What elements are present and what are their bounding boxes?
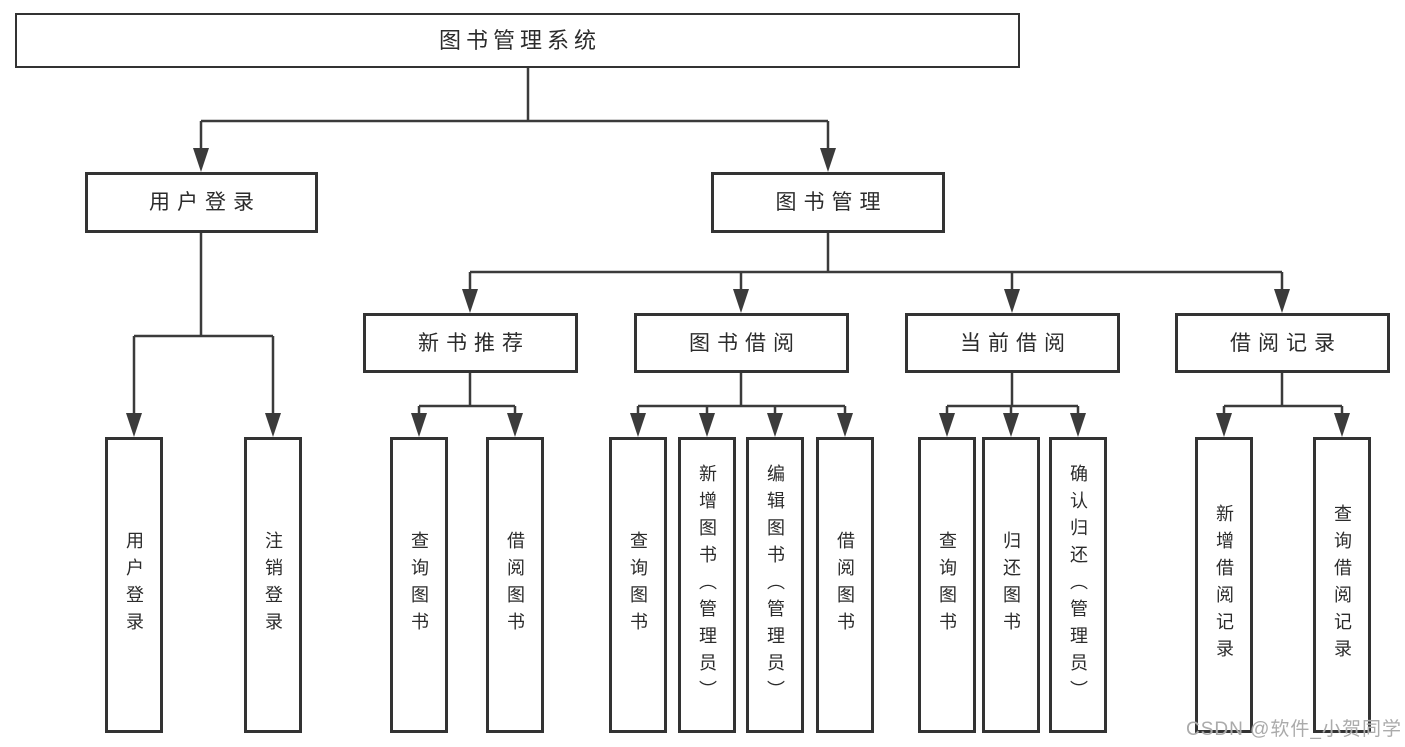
- leaf-query-books-current-label: 查询图书: [937, 531, 957, 639]
- leaf-borrow-books-label: 借阅图书: [835, 531, 855, 639]
- node-user-login: 用户登录: [85, 172, 318, 233]
- leaf-query-books-borrow-label: 查询图书: [628, 531, 648, 639]
- node-book-management-label: 图书管理: [775, 191, 888, 214]
- arrowheads: [126, 148, 1350, 437]
- leaf-logout: 注销登录: [244, 437, 302, 733]
- leaf-borrow-books: 借阅图书: [816, 437, 874, 733]
- leaf-edit-books-admin: 编辑图书（管理员）: [746, 437, 804, 733]
- leaf-query-books-newbook-label: 查询图书: [409, 531, 429, 639]
- node-user-login-label: 用户登录: [149, 191, 261, 214]
- leaf-user-login: 用户登录: [105, 437, 163, 733]
- connector-root: [199, 68, 830, 152]
- node-new-book-recommend-label: 新书推荐: [418, 331, 530, 355]
- leaf-edit-books-admin-label: 编辑图书（管理员）: [765, 463, 785, 707]
- node-book-borrowing: 图书借阅: [634, 313, 849, 373]
- leaf-add-borrow-record: 新增借阅记录: [1195, 437, 1253, 733]
- leaf-add-books-admin-label: 新增图书（管理员）: [697, 463, 717, 707]
- connector-borrow: [636, 373, 847, 417]
- leaf-borrow-books-newbook: 借阅图书: [486, 437, 544, 733]
- connector-new-book: [417, 373, 517, 417]
- leaf-add-books-admin: 新增图书（管理员）: [678, 437, 736, 733]
- csdn-watermark: CSDN @软件_小贺同学: [1186, 719, 1402, 740]
- leaf-add-borrow-record-label: 新增借阅记录: [1214, 504, 1234, 666]
- connector-book-management: [468, 233, 1284, 293]
- node-root-label: 图书管理系统: [438, 27, 601, 53]
- leaf-return-books: 归还图书: [982, 437, 1040, 733]
- node-book-borrowing-label: 图书借阅: [689, 331, 801, 355]
- node-borrow-records-label: 借阅记录: [1230, 331, 1342, 355]
- node-current-borrowing-label: 当前借阅: [960, 331, 1072, 355]
- leaf-query-books-newbook: 查询图书: [390, 437, 448, 733]
- leaf-query-books-borrow: 查询图书: [609, 437, 667, 733]
- connector-records: [1222, 373, 1344, 417]
- leaf-query-borrow-record: 查询借阅记录: [1313, 437, 1371, 733]
- connector-current: [945, 373, 1080, 417]
- leaf-confirm-return-admin: 确认归还（管理员）: [1049, 437, 1107, 733]
- node-book-management: 图书管理: [711, 172, 945, 233]
- node-current-borrowing: 当前借阅: [905, 313, 1120, 373]
- node-new-book-recommend: 新书推荐: [363, 313, 578, 373]
- node-borrow-records: 借阅记录: [1175, 313, 1390, 373]
- connector-user-login: [132, 233, 275, 417]
- leaf-logout-label: 注销登录: [263, 531, 283, 639]
- leaf-return-books-label: 归还图书: [1001, 531, 1021, 639]
- leaf-query-borrow-record-label: 查询借阅记录: [1332, 504, 1352, 666]
- node-root-system: 图书管理系统: [15, 13, 1020, 68]
- leaf-confirm-return-admin-label: 确认归还（管理员）: [1068, 463, 1088, 707]
- leaf-borrow-books-newbook-label: 借阅图书: [505, 531, 525, 639]
- leaf-query-books-current: 查询图书: [918, 437, 976, 733]
- leaf-user-login-label: 用户登录: [124, 531, 144, 639]
